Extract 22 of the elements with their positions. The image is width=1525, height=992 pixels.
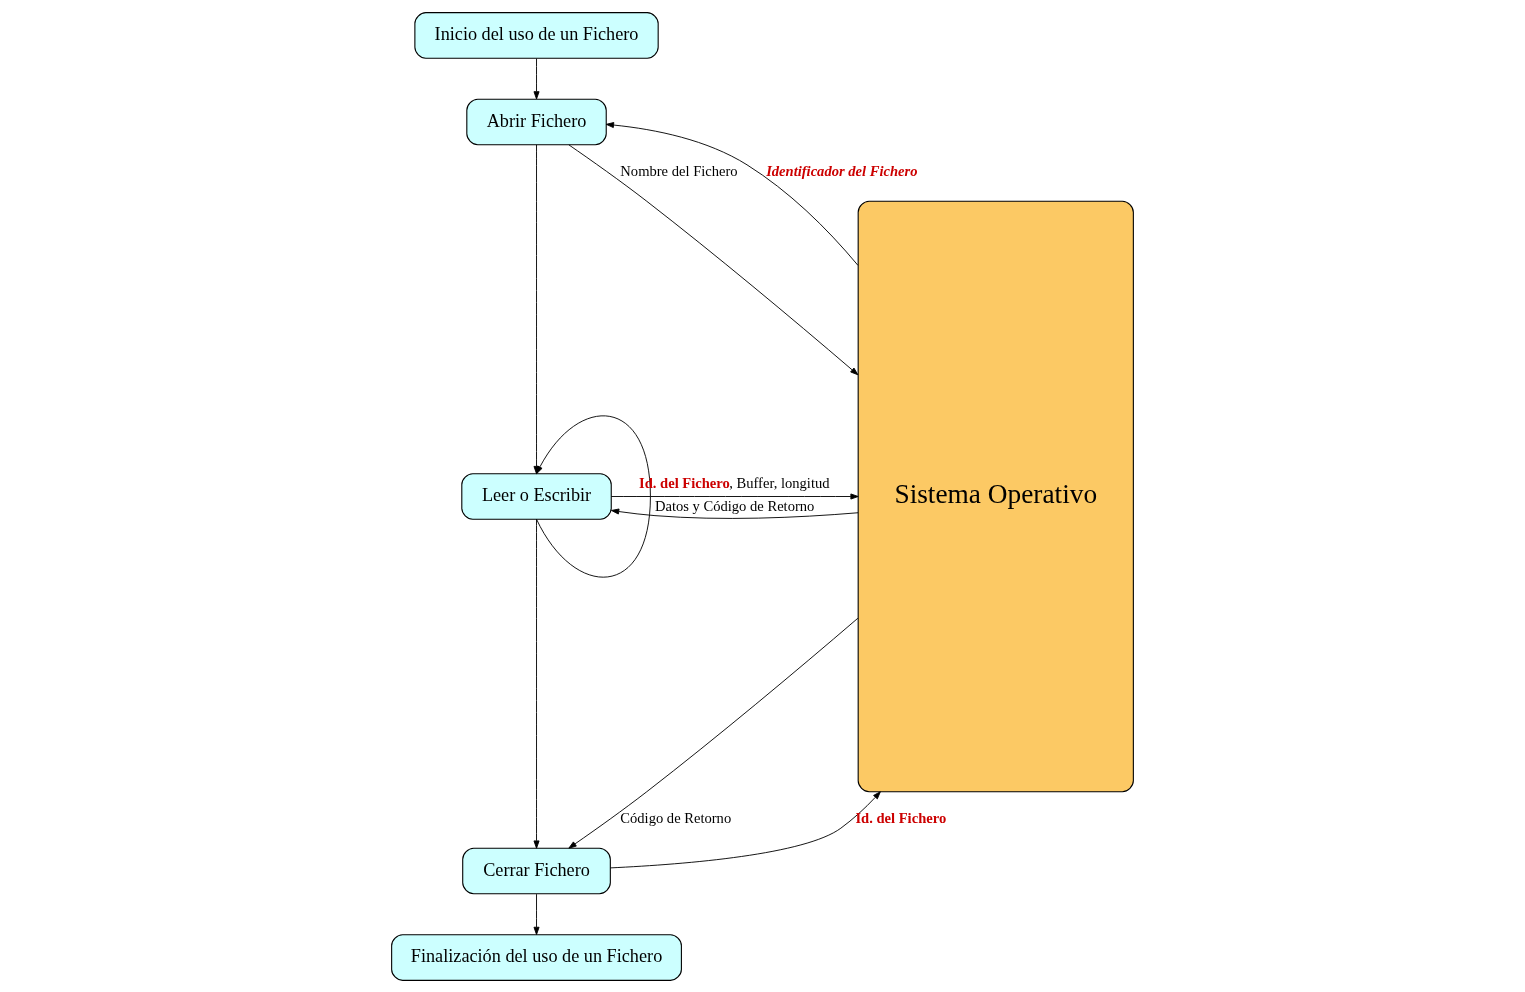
arrow <box>536 415 651 577</box>
arrow <box>609 790 881 868</box>
edge-label: Id. del Fichero, Buffer, longitud <box>639 474 830 491</box>
node-box: Sistema Operativo <box>857 200 1134 792</box>
node-box: Cerrar Fichero <box>462 847 611 894</box>
node-box: Abrir Fichero <box>466 98 607 145</box>
edge-label: Id. del Fichero <box>855 809 947 826</box>
edge-label: Datos y Código de Retorno <box>654 497 815 514</box>
arrow <box>533 518 540 849</box>
edge-label: Código de Retorno <box>620 809 732 826</box>
arrow <box>533 57 540 99</box>
arrow <box>568 143 859 375</box>
arrow <box>533 893 540 935</box>
arrow <box>611 508 859 519</box>
node-box: Inicio del uso de un Fichero <box>414 11 659 59</box>
edge-label: Identificador del Fichero <box>766 162 918 179</box>
arrow <box>605 121 859 266</box>
edge-label: Nombre del Fichero <box>620 162 738 179</box>
arrow <box>610 493 859 499</box>
node-box: Finalización del uso de un Fichero <box>391 933 682 981</box>
node-box: Leer o Escribir <box>461 472 612 520</box>
arrow <box>568 617 859 849</box>
